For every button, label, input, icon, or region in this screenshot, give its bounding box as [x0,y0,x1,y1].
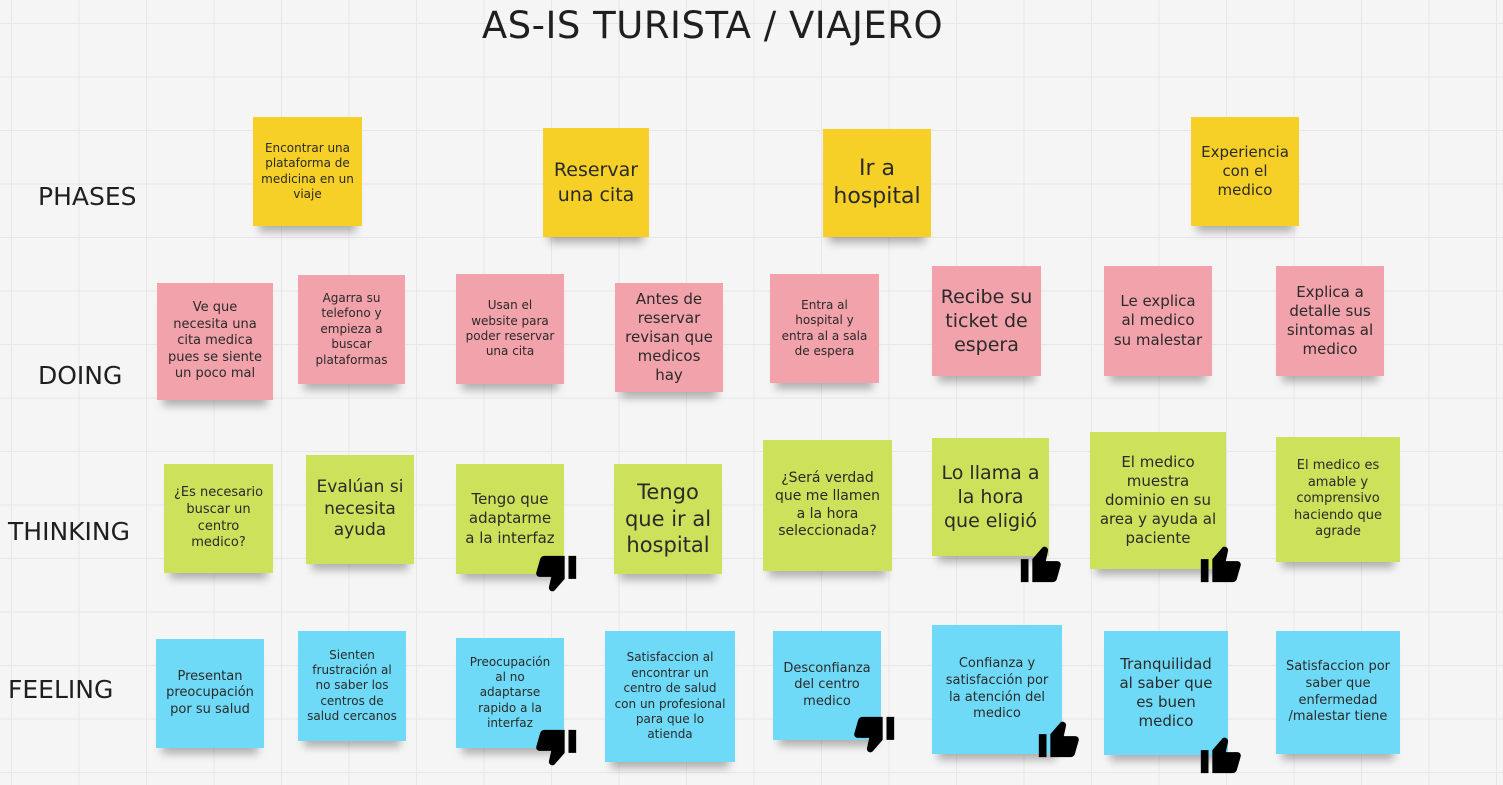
sticky-note-feeling[interactable]: Sienten frustración al no saber los cent… [298,631,406,741]
thumbs-up-icon[interactable] [1195,731,1245,777]
thumbs-down-icon[interactable] [532,552,582,598]
row-label-phases: PHASES [38,182,137,211]
sticky-note-thinking[interactable]: ¿Es necesario buscar un centro medico? [164,464,273,573]
sticky-note-feeling[interactable]: Preocupación al no adaptarse rapido a la… [456,638,564,748]
sticky-note-feeling[interactable]: Satisfaccion al encontrar un centro de s… [605,631,735,762]
sticky-note-phase[interactable]: Reservar una cita [543,128,649,237]
thumbs-up-icon[interactable] [1195,540,1245,586]
sticky-note-doing[interactable]: Antes de reservar revisan que medicos ha… [615,283,723,392]
sticky-note-doing[interactable]: Usan el website para poder reservar una … [456,274,564,384]
sticky-note-thinking[interactable]: El medico es amable y comprensivo hacien… [1276,437,1400,562]
board-title: AS-IS TURISTA / VIAJERO [481,4,944,47]
sticky-note-phase[interactable]: Ir a hospital [823,129,931,237]
sticky-note-thinking[interactable]: Tengo que ir al hospital [614,464,722,574]
sticky-note-doing[interactable]: Agarra su telefono y empieza a buscar pl… [298,275,405,384]
row-label-thinking: THINKING [8,517,130,546]
sticky-note-doing[interactable]: Ve que necesita una cita medica pues se … [157,283,273,400]
sticky-note-doing[interactable]: Explica a detalle sus sintomas al medico [1276,266,1384,376]
sticky-note-feeling[interactable]: Confianza y satisfacción por la atención… [932,625,1062,754]
sticky-note-phase[interactable]: Encontrar una plataforma de medicina en … [253,117,362,226]
thumbs-up-icon[interactable] [1033,715,1083,761]
sticky-note-thinking[interactable]: Tengo que adaptarme a la interfaz [456,464,564,574]
thumbs-down-icon[interactable] [532,726,582,772]
sticky-note-feeling[interactable]: Presentan preocupación por su salud [156,639,264,748]
sticky-note-thinking[interactable]: Lo llama a la hora que eligió [932,438,1049,556]
sticky-note-doing[interactable]: Entra al hospital y entra al a sala de e… [770,274,879,383]
sticky-note-doing[interactable]: Recibe su ticket de espera [932,266,1041,376]
sticky-note-doing[interactable]: Le explica al medico su malestar [1104,266,1212,376]
row-label-feeling: FEELING [8,675,114,704]
thumbs-down-icon[interactable] [850,713,900,759]
thumbs-up-icon[interactable] [1015,540,1065,586]
sticky-note-thinking[interactable]: El medico muestra dominio en su area y a… [1090,432,1226,569]
sticky-note-feeling[interactable]: Satisfaccion por saber que enfermedad /m… [1276,631,1400,754]
sticky-note-phase[interactable]: Experiencia con el medico [1191,117,1299,226]
sticky-note-thinking[interactable]: ¿Será verdad que me llamen a la hora sel… [763,440,892,571]
sticky-note-thinking[interactable]: Evalúan si necesita ayuda [306,455,414,564]
row-label-doing: DOING [38,361,123,390]
sticky-note-feeling[interactable]: Tranquilidad al saber que es buen medico [1104,631,1228,755]
